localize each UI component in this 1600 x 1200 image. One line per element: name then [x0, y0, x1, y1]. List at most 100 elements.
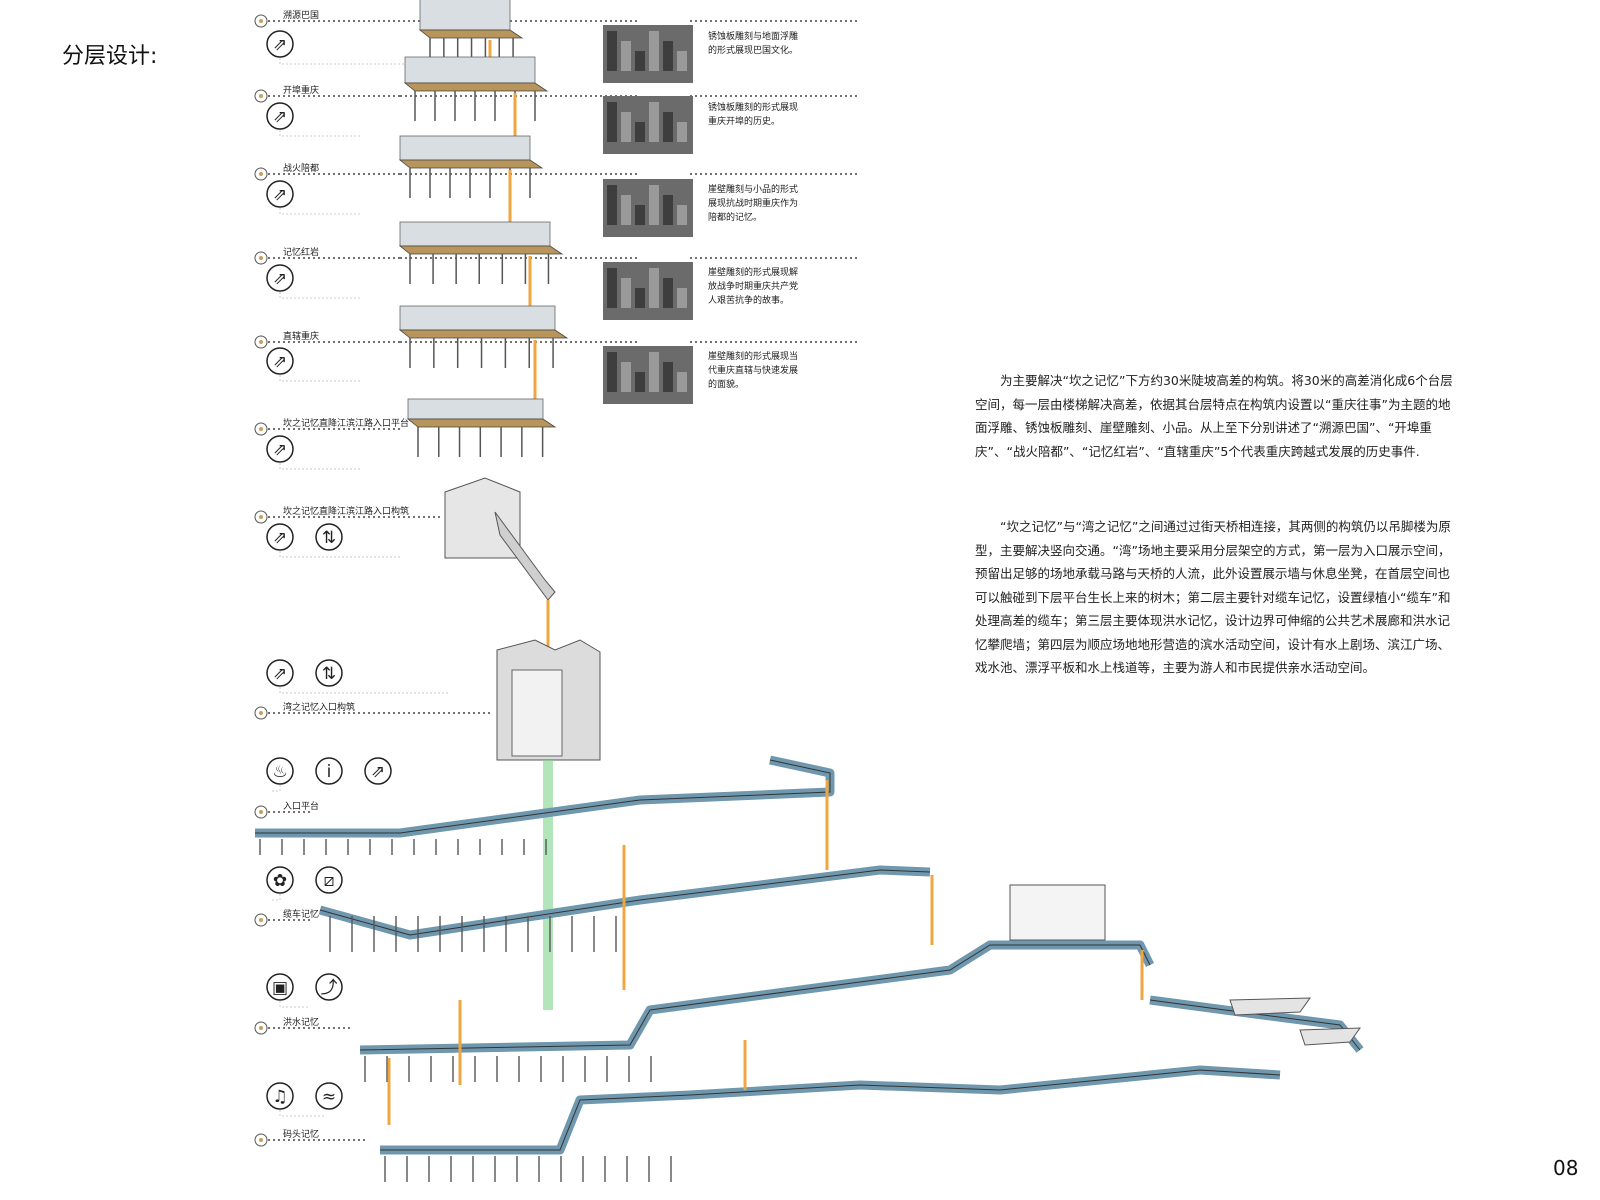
- caption-layer-3: 崖壁雕刻与小品的形式展现抗战时期重庆作为陪都的记忆。: [708, 185, 799, 223]
- photo-texture: [635, 372, 645, 392]
- layer-marker-dot: [259, 515, 263, 519]
- layer-row-9: 入口平台 ♨ i ⇗: [254, 757, 392, 819]
- description-paragraph-2: “坎之记忆”与“湾之记忆”之间通过过街天桥相连接，其两侧的构筑仍以吊脚楼为原型，…: [975, 515, 1460, 680]
- elevator-icon-glyph: ⇅: [322, 528, 336, 548]
- layer-row-2: 开埠重庆⇗: [254, 84, 860, 137]
- layer-label: 战火陪都: [283, 162, 319, 174]
- water-theater-roof-2: [1299, 1027, 1361, 1046]
- escalator-icon-ring: [364, 757, 392, 785]
- layer-row-11: 洪水记忆▣⤴: [254, 973, 350, 1035]
- icon-guide: [279, 1001, 310, 1008]
- escalator-icon: ⇗: [266, 435, 294, 463]
- escalator-icon: ⇗: [266, 523, 294, 551]
- entrance-platform: [255, 755, 835, 838]
- layer-row-1: 溯源巴国⇗: [254, 9, 860, 65]
- cable-car-icon-ring: [315, 866, 343, 894]
- terrace-deck: [398, 329, 569, 339]
- flood-platform-deck: [359, 940, 1155, 1055]
- photo-texture: [677, 122, 687, 142]
- terrace-deck: [418, 29, 524, 39]
- escalator-icon: ⇗: [266, 264, 294, 292]
- icon-guide: [270, 785, 281, 792]
- layer-label: 入口平台: [283, 800, 319, 812]
- planting-icon: ✿: [266, 866, 294, 894]
- layer-label: 坎之记忆直降江滨江路入口构筑: [283, 505, 409, 517]
- photo-texture: [635, 122, 645, 142]
- escalator-icon-glyph: ⇗: [273, 664, 287, 684]
- photo-texture: [677, 205, 687, 225]
- terrace-wall: [419, 0, 511, 31]
- photo-texture: [649, 185, 659, 225]
- photo-texture: [607, 352, 617, 392]
- cable-car-icon-glyph: ⧄: [324, 871, 335, 891]
- history-photo-1: [603, 25, 693, 83]
- dock-platform-edge: [380, 1069, 1281, 1151]
- caption-layer-4: 崖壁雕刻的形式展现解放战争时期重庆共产党人艰苦抗争的故事。: [708, 268, 799, 306]
- layer-marker-dot: [259, 94, 263, 98]
- layer-marker-dot: [259, 918, 263, 922]
- escalator-icon-ring: [266, 659, 294, 687]
- description-paragraph-1: 为主要解决“坎之记忆”下方约30米陡坡高差的构筑。将30米的高差消化成6个台层空…: [975, 369, 1460, 463]
- escalator-icon-ring: [266, 523, 294, 551]
- cable-car-platform: [318, 865, 931, 940]
- dock-platform-deck: [380, 1065, 1281, 1155]
- theater-icon-ring: [266, 1082, 294, 1110]
- description-text-2: “坎之记忆”与“湾之记忆”之间通过过街天桥相连接，其两侧的构筑仍以吊脚楼为原型，…: [975, 519, 1451, 675]
- escalator-icon-glyph: ⇗: [273, 440, 287, 460]
- layer-label: 直辖重庆: [283, 330, 319, 342]
- layer-row-3: 战火陪都⇗: [254, 162, 860, 215]
- icon-guide: [279, 292, 360, 299]
- entrance-platform-edge: [255, 759, 831, 834]
- page-title: 分层设计:: [62, 44, 158, 69]
- escalator-icon: ⇗: [266, 30, 294, 58]
- history-photo-3: [603, 179, 693, 237]
- photo-texture: [607, 102, 617, 142]
- escalator-icon-glyph: ⇗: [273, 269, 287, 289]
- wan-structure-core: [511, 669, 563, 757]
- terrace-deck: [398, 245, 564, 255]
- layer-marker-dot: [259, 1026, 263, 1030]
- photo-texture: [635, 288, 645, 308]
- elevator-shaft: [543, 760, 553, 1010]
- layer-label: 码头记忆: [283, 1128, 319, 1140]
- icon-guide: [279, 551, 400, 558]
- description-text-1: 为主要解决“坎之记忆”下方约30米陡坡高差的构筑。将30米的高差消化成6个台层空…: [975, 373, 1453, 459]
- layer-row-5: 直辖重庆 ⇗: [254, 330, 860, 382]
- layer-label: 湾之记忆入口构筑: [283, 701, 355, 713]
- elevator-icon-glyph: ⇅: [322, 664, 336, 684]
- info-icon-glyph: i: [327, 762, 332, 782]
- layer-marker-dot: [259, 711, 263, 715]
- escalator-icon-ring: [266, 102, 294, 130]
- layer-label: 坎之记忆直降江滨江路入口平台: [283, 417, 409, 429]
- rest-icon: ♨: [266, 757, 294, 785]
- photo-texture: [663, 278, 673, 308]
- terrace-wall: [399, 305, 556, 331]
- rest-icon-glyph: ♨: [272, 762, 287, 782]
- terrace-5: [398, 305, 569, 399]
- terrace-wall: [399, 135, 531, 161]
- history-photo-5: [603, 346, 693, 404]
- kan-structure-body: [444, 477, 521, 559]
- escalator-icon: ⇗: [266, 347, 294, 375]
- escalator-icon-glyph: ⇗: [371, 762, 385, 782]
- climbing-icon-glyph: ⤴: [321, 978, 338, 998]
- photo-texture: [663, 41, 673, 71]
- climbing-icon: ⤴: [315, 973, 343, 1001]
- flood-platform: [359, 940, 1155, 1055]
- elevator-icon: ⇅: [315, 523, 343, 551]
- caption-layer-5: 崖壁雕刻的形式展现当代重庆直辖与快速发展的面貌。: [708, 352, 799, 390]
- escalator-icon-ring: [266, 347, 294, 375]
- planting-icon-ring: [266, 866, 294, 894]
- water-play-icon: ≈: [315, 1082, 343, 1110]
- layer-marker-dot: [259, 340, 263, 344]
- escalator-icon-ring: [266, 264, 294, 292]
- info-icon-ring: [315, 757, 343, 785]
- layer-label: 缆车记忆: [283, 908, 319, 920]
- dock-platform: [380, 1065, 1281, 1155]
- photo-texture: [663, 112, 673, 142]
- water-theater-roof: [1229, 997, 1311, 1016]
- photo-texture: [607, 268, 617, 308]
- layer-marker-dot: [259, 19, 263, 23]
- photo-texture: [621, 112, 631, 142]
- photo-texture: [649, 31, 659, 71]
